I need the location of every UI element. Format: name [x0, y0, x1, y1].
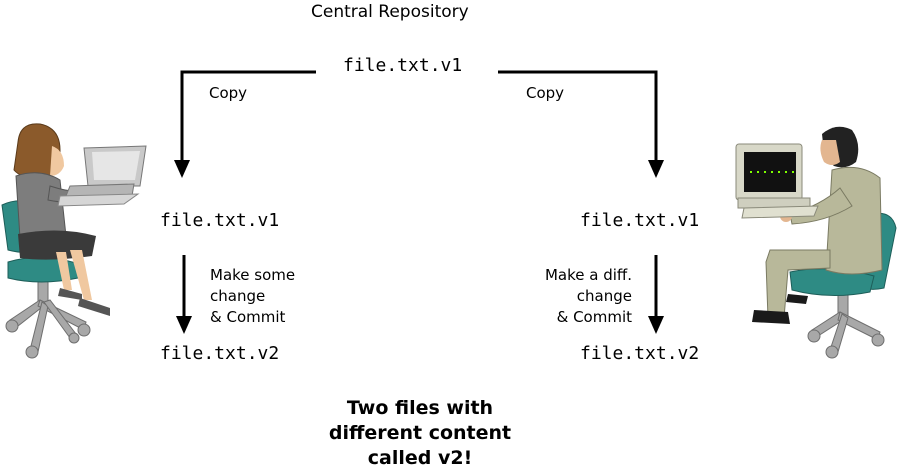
copy-arrow-right — [498, 70, 664, 178]
right-file-v1: file.txt.v1 — [580, 210, 700, 231]
right-change-line: Make a diff. — [544, 266, 632, 284]
conclusion-line: called v2! — [367, 447, 473, 469]
left-file-v2: file.txt.v2 — [160, 343, 280, 364]
right-file-v2: file.txt.v2 — [580, 343, 700, 364]
left-change-line: & Commit — [210, 308, 286, 326]
conclusion-line: different content — [328, 422, 512, 444]
copy-label-left: Copy — [209, 84, 248, 102]
repository-file-v1: file.txt.v1 — [343, 55, 463, 76]
woman-at-laptop-icon — [1, 123, 147, 359]
copy-label-right: Copy — [526, 84, 565, 102]
right-change-note: Make a diff. change & Commit — [520, 265, 632, 328]
conclusion-text: Two files with different content called … — [260, 396, 580, 470]
diagram-title: Central Repository — [311, 2, 469, 22]
left-file-v1: file.txt.v1 — [160, 210, 280, 231]
left-change-line: change — [210, 287, 266, 305]
copy-arrow-left — [174, 70, 316, 178]
right-change-line: change — [576, 287, 632, 305]
commit-arrow-left — [176, 255, 192, 334]
left-change-note: Make some change & Commit — [210, 265, 295, 328]
man-at-computer-icon — [735, 126, 897, 359]
conclusion-line: Two files with — [346, 397, 494, 419]
commit-arrow-right — [648, 255, 664, 334]
right-change-line: & Commit — [556, 308, 632, 326]
left-change-line: Make some — [210, 266, 296, 284]
